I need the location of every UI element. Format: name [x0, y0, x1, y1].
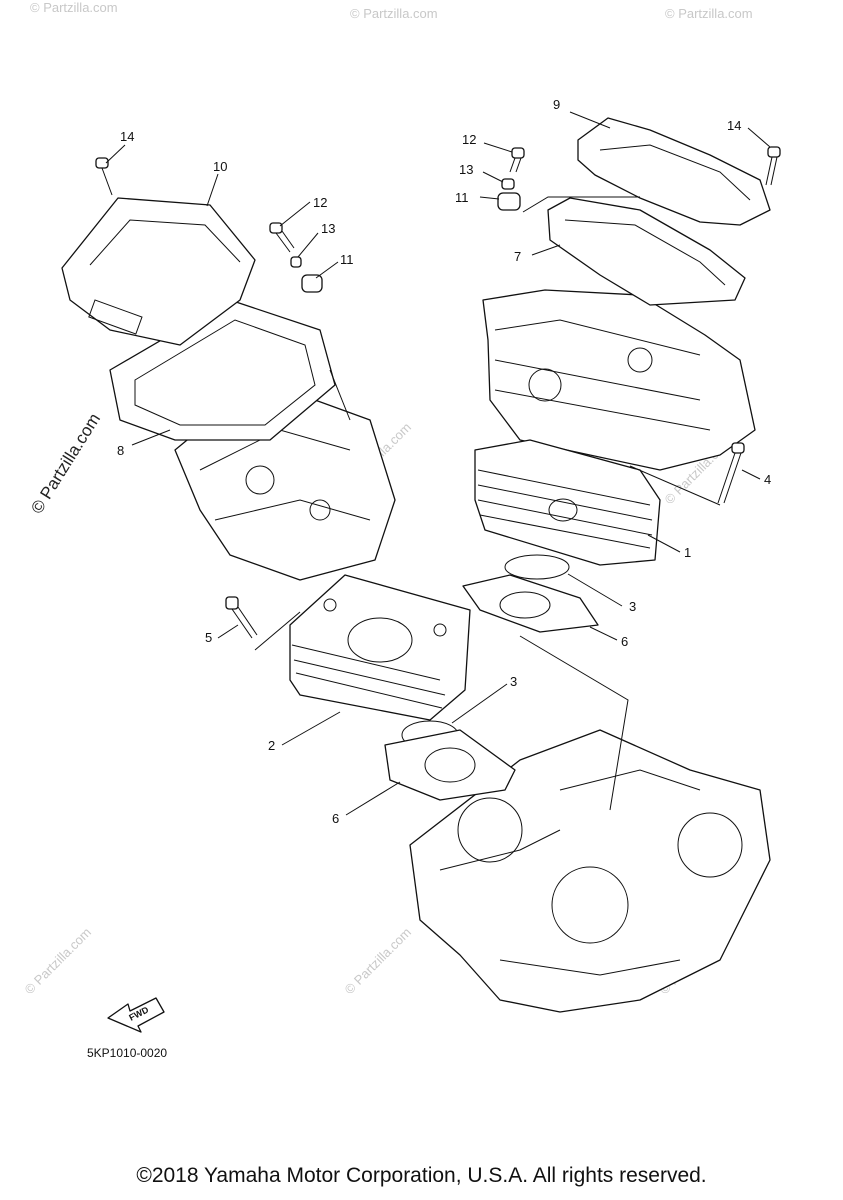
callout-6: 6	[332, 811, 339, 826]
gasket-8	[109, 299, 336, 441]
watermark: © Partzilla.com	[30, 0, 118, 15]
watermark: © Partzilla.com	[22, 925, 95, 998]
callout-1: 1	[684, 545, 691, 560]
callout-10: 10	[213, 159, 227, 174]
bolt-12-right	[509, 147, 525, 173]
collar-13-left	[290, 256, 302, 268]
grommet-11-right	[497, 192, 521, 211]
callout-3: 3	[510, 674, 517, 689]
bolt-14-left	[95, 157, 113, 196]
callout-8: 8	[117, 443, 124, 458]
rear-cylinder-1	[474, 439, 661, 566]
cover-9	[577, 117, 771, 226]
bolt-12-left	[269, 222, 295, 253]
callout-14: 14	[120, 129, 134, 144]
crankcase	[409, 729, 771, 1013]
callout-11: 11	[340, 252, 354, 267]
copyright-notice: ©2018 Yamaha Motor Corporation, U.S.A. A…	[136, 1164, 707, 1187]
callout-4: 4	[764, 472, 771, 487]
diagram-code: 5KP1010-0020	[87, 1046, 168, 1060]
watermark: © Partzilla.com	[665, 6, 753, 21]
callout-5: 5	[205, 630, 212, 645]
leader-lines	[105, 111, 771, 816]
callout-11: 11	[455, 190, 469, 205]
callout-2: 2	[268, 738, 275, 753]
callout-6: 6	[621, 634, 628, 649]
bolt-14-right	[765, 146, 781, 186]
bolt-4	[717, 442, 745, 504]
watermark: © Partzilla.com	[350, 6, 438, 21]
callout-3: 3	[629, 599, 636, 614]
grommet-11-left	[301, 274, 323, 293]
fwd-arrow-icon: FWD	[107, 997, 165, 1033]
callout-9: 9	[553, 97, 560, 112]
collar-13-right	[501, 178, 515, 190]
callout-13: 13	[321, 221, 335, 236]
callout-13: 13	[459, 162, 473, 177]
watermark: © Partzilla.com	[342, 925, 415, 998]
callout-12: 12	[313, 195, 327, 210]
callout-12: 12	[462, 132, 476, 147]
gasket-front	[384, 729, 516, 801]
o-ring-rear	[504, 554, 570, 580]
callouts: 14 10 12 13 11 8 9 12 13 11 14 7 4 1 3 6…	[117, 97, 771, 826]
callout-14: 14	[727, 118, 741, 133]
gasket-rear	[462, 574, 599, 633]
watermark-prominent: © Partzilla.com	[27, 410, 104, 517]
cover-10	[61, 197, 256, 346]
callout-7: 7	[514, 249, 521, 264]
bolt-5	[225, 596, 258, 639]
rear-cylinder-head	[482, 289, 756, 471]
front-cylinder	[289, 574, 471, 721]
gasket-7	[547, 197, 746, 306]
